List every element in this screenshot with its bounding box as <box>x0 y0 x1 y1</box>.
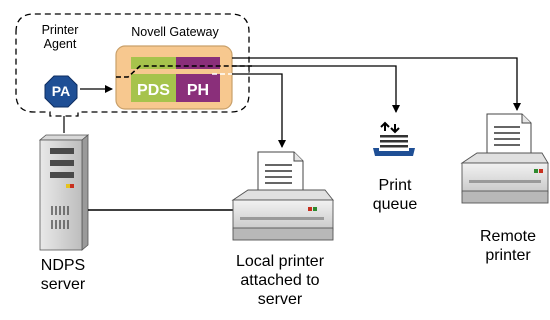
ph-block <box>176 74 220 102</box>
local-printer-label-line1: Local printer <box>235 253 325 270</box>
print-queue-label-line2: queue <box>372 196 418 214</box>
ph-top-strip <box>176 57 220 69</box>
gateway-internal-path-top <box>116 65 252 78</box>
remote-printer-label-line1: Remote <box>479 228 537 245</box>
print-queue-label-line1: Print <box>378 177 412 194</box>
printer-agent-label: Printer Agent <box>22 23 98 52</box>
pds-block <box>131 74 176 102</box>
ndps-server-label-line2: server <box>40 276 86 294</box>
remote-printer-icon <box>460 113 549 204</box>
remote-printer-label-line2: printer <box>485 247 531 265</box>
octagon-badge-icon <box>44 75 78 108</box>
local-printer-label: Local printer attached to server <box>210 252 350 310</box>
print-queue-label: Print queue <box>360 176 430 214</box>
line-to-print-queue <box>232 65 400 113</box>
print-queue-icon <box>373 121 415 156</box>
printer-agent-label-line1: Printer <box>41 23 79 37</box>
local-printer-label-line2: attached to <box>240 272 320 290</box>
printer-agent-badge: PA <box>44 75 78 108</box>
line-to-local-printer <box>232 73 286 148</box>
ndps-boundary-dashed <box>15 13 250 117</box>
ph-label: PH <box>187 82 209 99</box>
novell-gateway-label: Novell Gateway <box>131 25 219 39</box>
ndps-server-label: NDPS server <box>18 256 108 294</box>
pds-label: PDS <box>137 82 170 99</box>
local-printer-label-line3: server <box>257 291 303 309</box>
line-to-remote-printer <box>232 57 521 111</box>
printer-agent-label-line2: Agent <box>43 37 77 52</box>
tower-server-icon <box>38 134 90 251</box>
pds-top-strip <box>131 57 176 69</box>
remote-printer-label: Remote printer <box>468 227 548 265</box>
local-printer-icon <box>231 151 334 241</box>
pa-label: PA <box>52 83 70 99</box>
ndps-server-label-line1: NDPS <box>40 257 86 274</box>
